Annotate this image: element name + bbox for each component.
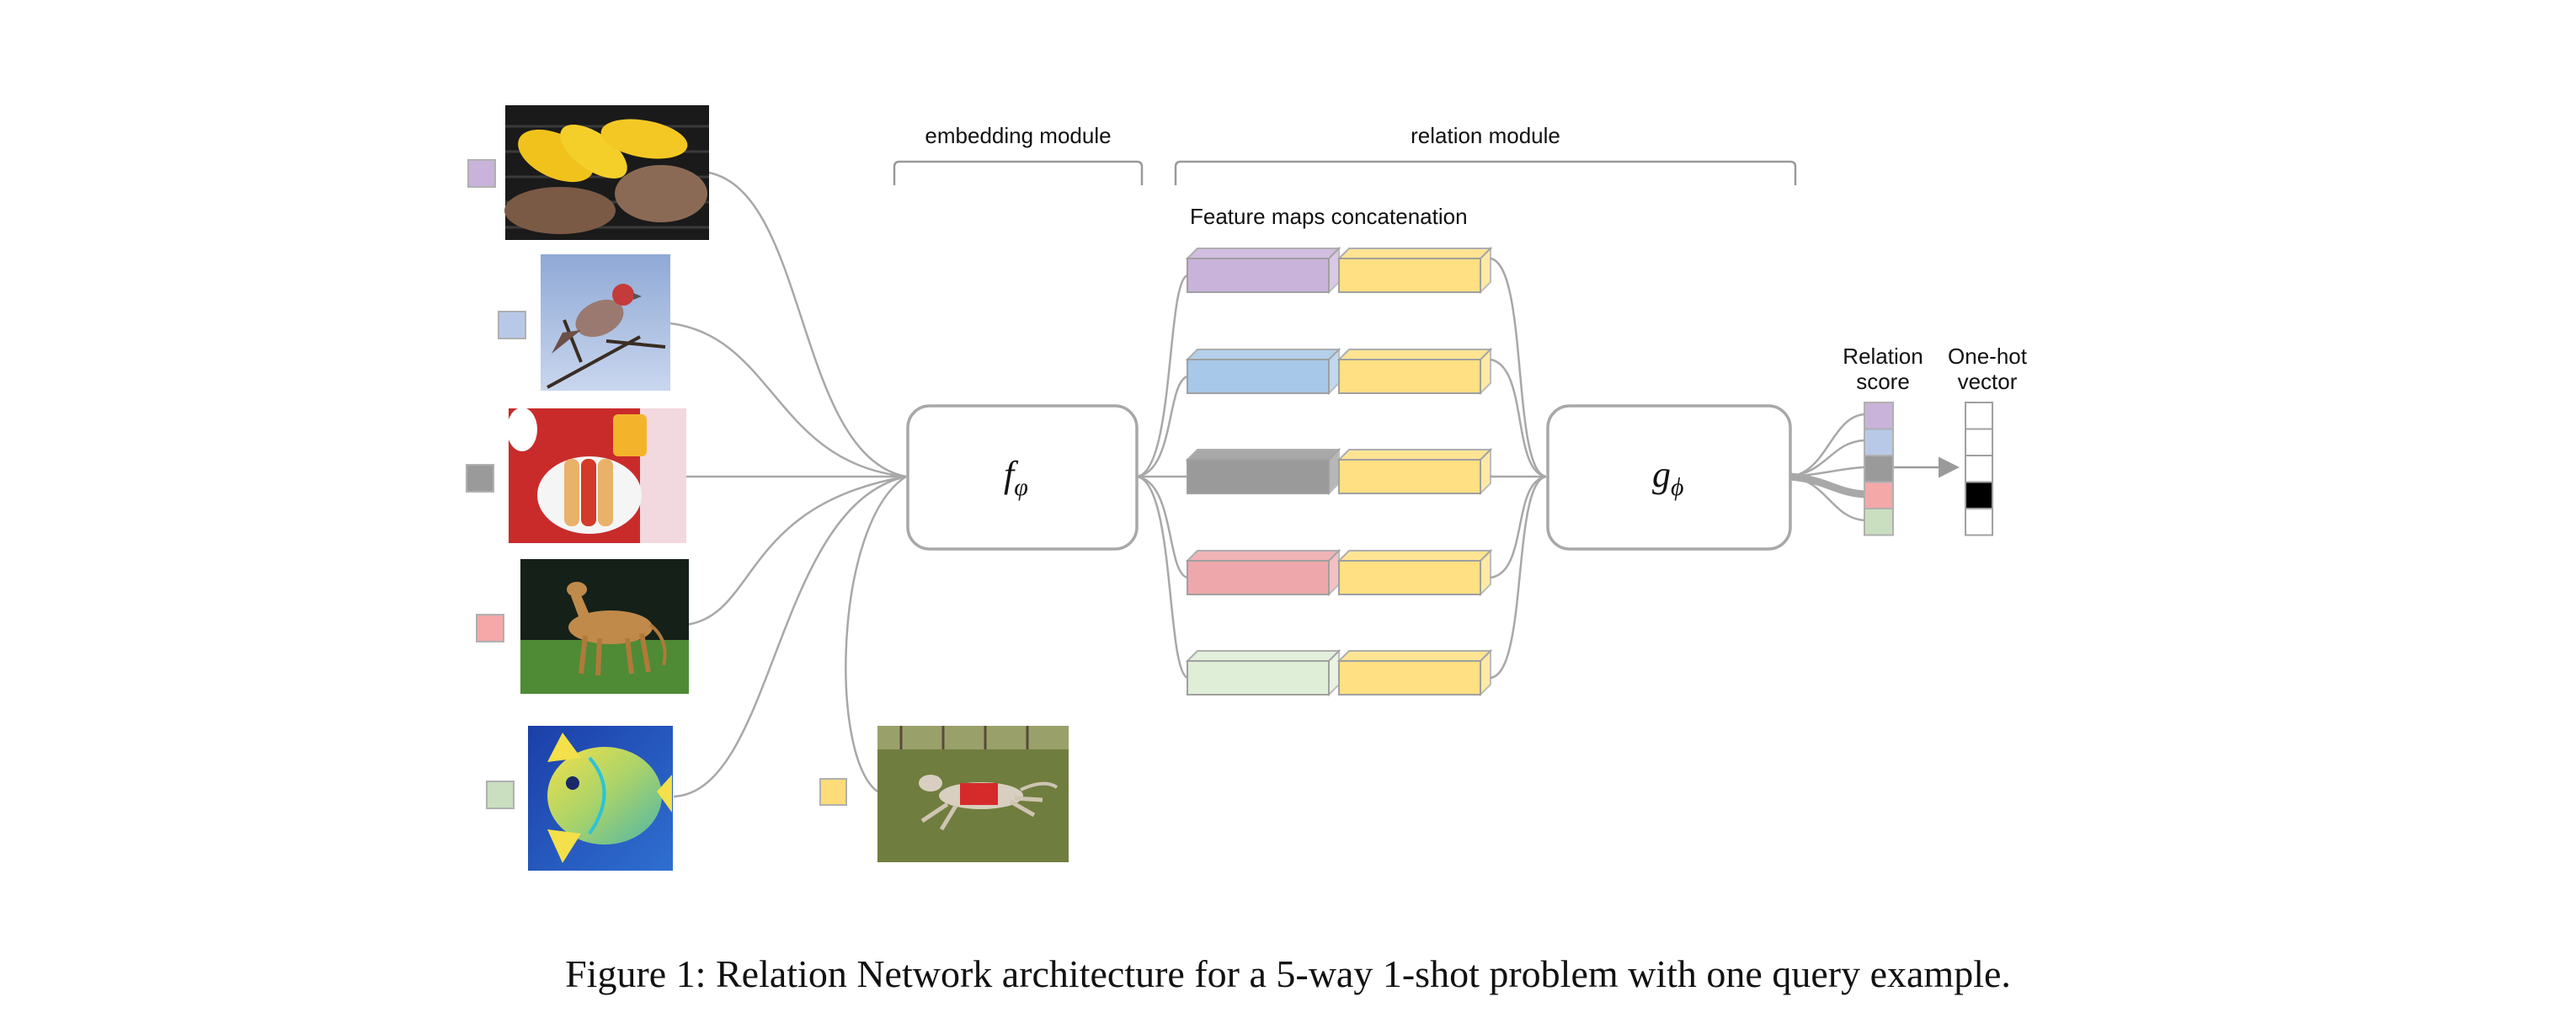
- running-dog-image: [877, 726, 1069, 862]
- onehot-cell-2: [1965, 428, 1993, 456]
- onehot-cell-4: [1965, 481, 1993, 509]
- support-square-4: [476, 614, 504, 642]
- class-feature-map-4: [1185, 548, 1341, 597]
- class-feature-map-1: [1185, 246, 1341, 295]
- feature-maps-label: Feature maps concatenation: [1190, 204, 1468, 229]
- onehot-label-line1: One-hot: [1948, 344, 2028, 369]
- onehot-cell-1: [1965, 402, 1993, 430]
- support-square-1: [467, 159, 496, 188]
- support-square-5: [486, 781, 515, 809]
- relation-score-cell-5: [1864, 508, 1894, 536]
- feature-map-pairs: [1185, 246, 1493, 697]
- class-feature-map-2: [1185, 347, 1341, 396]
- onehot-label-line2: vector: [1958, 369, 2018, 394]
- image-to-embedding-connectors: [669, 171, 907, 798]
- query-feature-map-2: [1336, 347, 1493, 396]
- angelfish-image: [528, 726, 673, 871]
- embedding-module-brace: [893, 160, 1144, 185]
- onehot-cell-3: [1965, 455, 1993, 483]
- embedding-module-label: embedding module: [925, 123, 1111, 148]
- bird-on-branch-image: [541, 254, 670, 391]
- grilled-corn-steak-image: [504, 105, 709, 240]
- figure-caption-text: Relation Network architecture for a 5-wa…: [715, 952, 2011, 995]
- relation-score-label-line2: score: [1856, 369, 1910, 394]
- figure-caption: Figure 1: Relation Network architecture …: [0, 951, 2576, 996]
- support-square-3: [466, 464, 494, 493]
- onehot-vector-column: [1965, 402, 1993, 536]
- query-feature-map-3: [1336, 447, 1493, 496]
- query-feature-map-4: [1336, 548, 1493, 597]
- support-class-squares: [466, 159, 526, 809]
- relation-module-label: relation module: [1411, 123, 1560, 148]
- standing-dog-image: [520, 559, 689, 694]
- relation-score-column: [1864, 402, 1894, 536]
- class-feature-map-3: [1185, 447, 1341, 496]
- relation-score-label-line1: Relation: [1843, 344, 1923, 369]
- relation-score-cell-1: [1864, 402, 1894, 430]
- embedding-to-relation-connectors: [1136, 257, 1547, 680]
- relation-score-cell-2: [1864, 428, 1894, 456]
- relation-score-cell-3: [1864, 455, 1894, 483]
- relation-module-brace: [1174, 160, 1797, 185]
- class-feature-map-5: [1185, 648, 1341, 697]
- g-phi-label: gϕ: [1652, 454, 1684, 501]
- embedding-module-box: fφ: [906, 404, 1139, 551]
- relation-score-connectors: [1789, 413, 1865, 522]
- query-feature-map-5: [1336, 648, 1493, 697]
- query-feature-map-1: [1336, 246, 1493, 295]
- query-class-square: [819, 778, 847, 806]
- figure-caption-prefix: Figure 1:: [565, 952, 707, 995]
- onehot-cell-5: [1965, 508, 1993, 536]
- hotdog-tray-image: [507, 408, 686, 543]
- relation-score-cell-4: [1864, 481, 1894, 509]
- support-square-2: [498, 311, 526, 339]
- relation-module-box: gϕ: [1546, 404, 1792, 551]
